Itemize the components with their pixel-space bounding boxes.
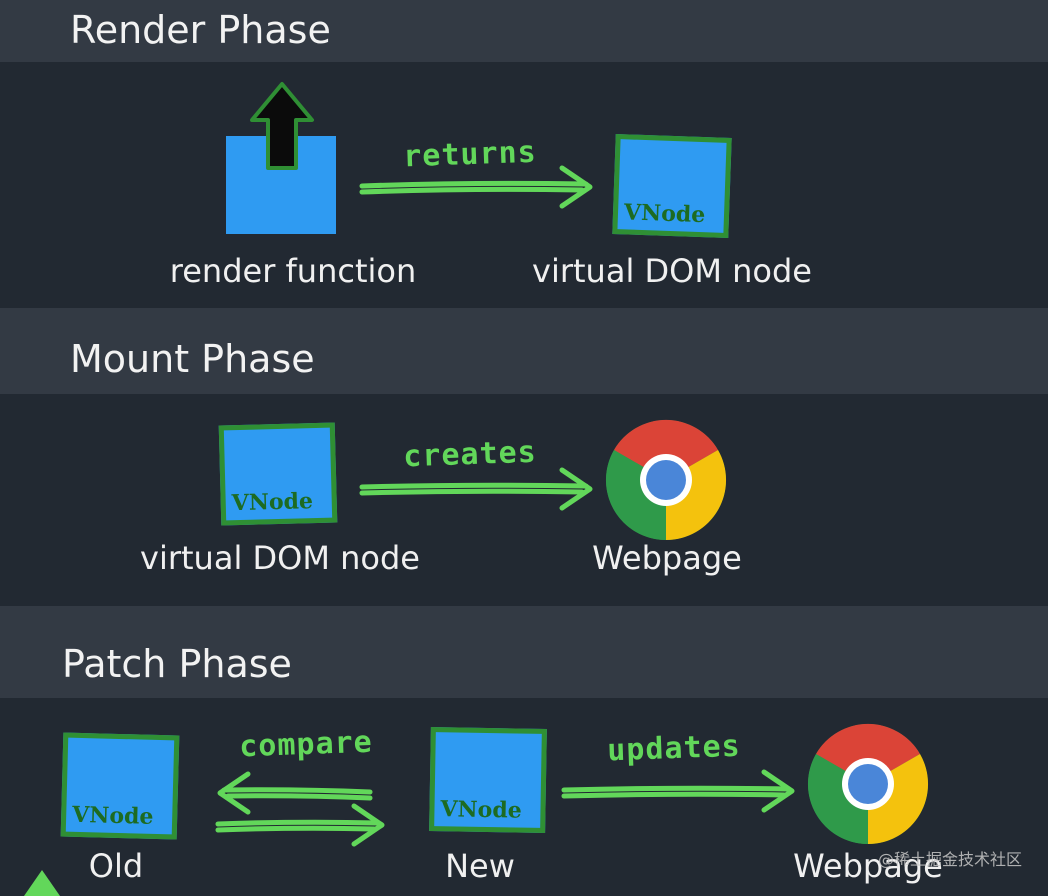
- render-function-caption: render function: [169, 252, 417, 290]
- virtual-dom-node-caption: virtual DOM node: [532, 252, 812, 290]
- render-phase-title: Render Phase: [70, 8, 331, 52]
- new-caption: New: [445, 847, 515, 885]
- mount-phase-header: [0, 308, 1048, 394]
- render-phase-header: [0, 0, 1048, 62]
- watermark: @稀土掘金技术社区: [877, 850, 1022, 869]
- webpage-caption: Webpage: [793, 847, 943, 885]
- old-caption: Old: [88, 847, 144, 885]
- webpage-caption: Webpage: [592, 539, 742, 577]
- mount-phase-panel: [0, 394, 1048, 606]
- patch-phase-header: [0, 606, 1048, 698]
- mount-phase-title: Mount Phase: [70, 337, 315, 381]
- virtual-dom-node-caption: virtual DOM node: [140, 539, 420, 577]
- patch-phase-title: Patch Phase: [62, 642, 292, 686]
